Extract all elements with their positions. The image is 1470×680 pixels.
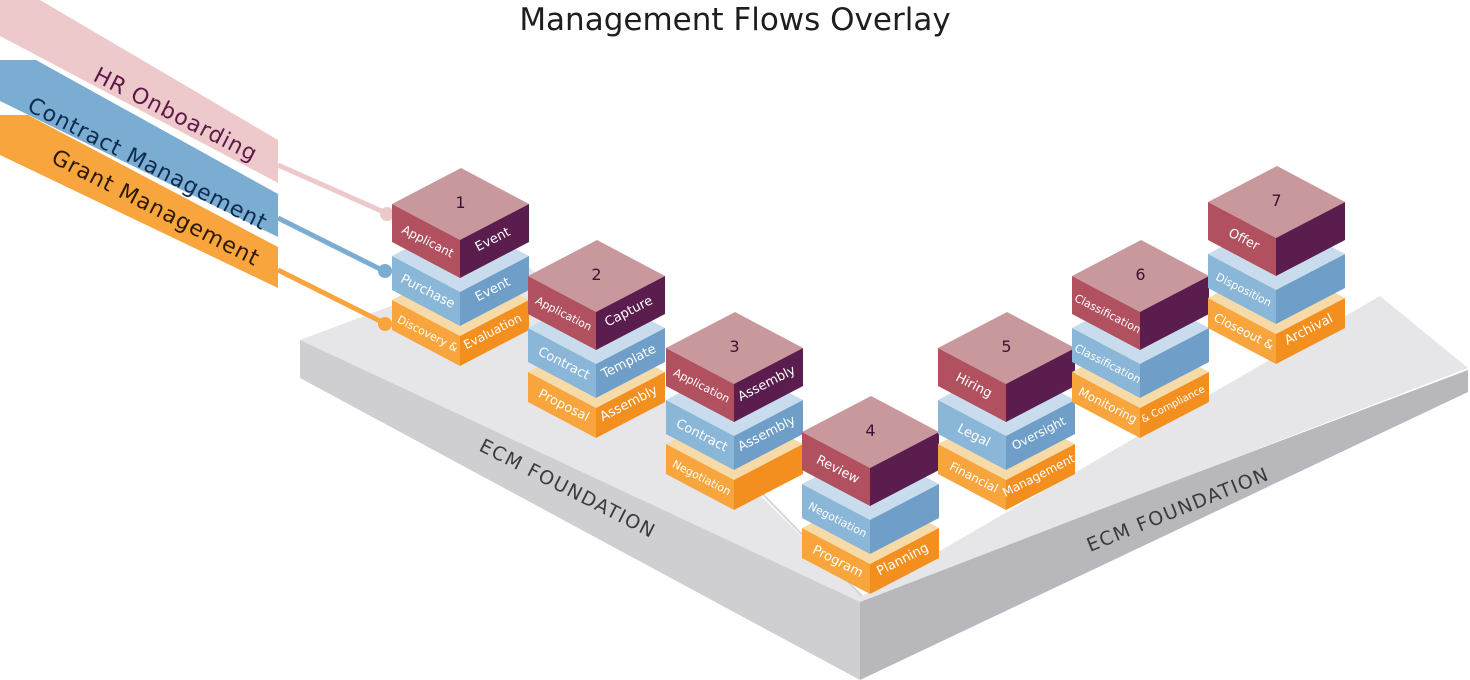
stage-5-grant-left-face — [938, 444, 1006, 510]
stage-7-grant-right-face — [1276, 298, 1345, 364]
stage-4-hr-top-face — [802, 396, 939, 468]
stage-6-grant-left-face — [1072, 372, 1140, 438]
stage-4-grant-left-face — [802, 528, 870, 594]
stage-3-hr-right-face — [734, 348, 803, 422]
stage-1-hr-right-face — [460, 204, 529, 278]
grant-management-connector — [378, 317, 392, 331]
stage-4-hr-right-face — [870, 432, 939, 506]
stage-6-hr-top-face — [1072, 240, 1209, 312]
stage-3-contract-right-face — [734, 400, 803, 470]
stage-3-contract-left-face — [666, 400, 734, 470]
stage-6-contract-left-face — [1072, 328, 1140, 398]
stage-3-hr-top-face — [666, 312, 803, 384]
stage-2-contract-right-face — [596, 328, 665, 398]
contract-management-connector — [378, 264, 392, 278]
stage-1-contract-right-face — [460, 256, 529, 326]
stage-6-contract-right-face — [1140, 328, 1209, 398]
stage-7-contract-left-face — [1208, 254, 1276, 324]
hr-onboarding-connector — [380, 207, 394, 221]
stage-5-hr-right-face — [1006, 348, 1075, 422]
stage-2-contract-left-face — [528, 328, 596, 398]
stage-7-hr-top-face — [1208, 166, 1345, 238]
stage-1-contract-left-face — [392, 256, 460, 326]
grant-management-ribbon: Grant Management — [0, 115, 392, 331]
stage-6: Monitoring& ComplianceClassificationClas… — [1072, 240, 1209, 438]
stage-6-hr-left-face — [1072, 276, 1140, 350]
stage-3-grant-right-face — [734, 444, 803, 510]
stage-5-contract-right-face — [1006, 400, 1075, 470]
stage-2-hr-top-face — [528, 240, 665, 312]
stage-5-hr-left-face — [938, 348, 1006, 422]
stage-number-5: 5 — [1001, 337, 1011, 356]
stage-2-hr-left-face — [528, 276, 596, 350]
stage-number-6: 6 — [1135, 265, 1145, 284]
stage-7-hr-right-face — [1276, 202, 1345, 276]
stage-4-contract-left-face — [802, 484, 870, 554]
stage-7-hr-left-face — [1208, 202, 1276, 276]
diagram-title: Management Flows Overlay — [519, 2, 951, 38]
stage-3-hr-left-face — [666, 348, 734, 422]
stage-number-7: 7 — [1271, 191, 1281, 210]
stage-1-grant-left-face — [392, 300, 460, 366]
stage-2-hr-right-face — [596, 276, 665, 350]
stage-number-1: 1 — [455, 193, 465, 212]
stage-5-contract-left-face — [938, 400, 1006, 470]
stage-5-hr-block: Hiring — [938, 312, 1075, 422]
stage-3-grant-left-face — [666, 444, 734, 510]
stage-6-grant-right-face — [1140, 372, 1209, 438]
stage-7-contract-right-face — [1276, 254, 1345, 324]
stage-4-contract-right-face — [870, 484, 939, 554]
platform-left-face — [300, 340, 860, 680]
stage-number-2: 2 — [591, 265, 601, 284]
stage-6-hr-block: Classification — [1072, 240, 1209, 350]
platform-right-face — [860, 370, 1468, 680]
stage-1-hr-left-face — [392, 204, 460, 278]
stage-7-grant-left-face — [1208, 298, 1276, 364]
flow-ribbons: HR Onboarding Contract Management Grant … — [0, 0, 394, 331]
stage-4-hr-left-face — [802, 432, 870, 506]
stage-2-grant-right-face — [596, 372, 665, 438]
stage-number-4: 4 — [865, 421, 875, 440]
stage-6-hr-right-face — [1140, 276, 1209, 350]
stage-7-hr-block: Offer — [1208, 166, 1345, 276]
stage-5-grant-right-face — [1006, 444, 1075, 510]
stage-1-hr-top-face — [392, 168, 529, 240]
stage-1-grant-right-face — [460, 300, 529, 366]
stage-number-3: 3 — [729, 337, 739, 356]
stage-4-hr-block: Review — [802, 396, 939, 506]
stage-2-grant-left-face — [528, 372, 596, 438]
stage-4-grant-right-face — [870, 528, 939, 594]
stage-5-hr-top-face — [938, 312, 1075, 384]
